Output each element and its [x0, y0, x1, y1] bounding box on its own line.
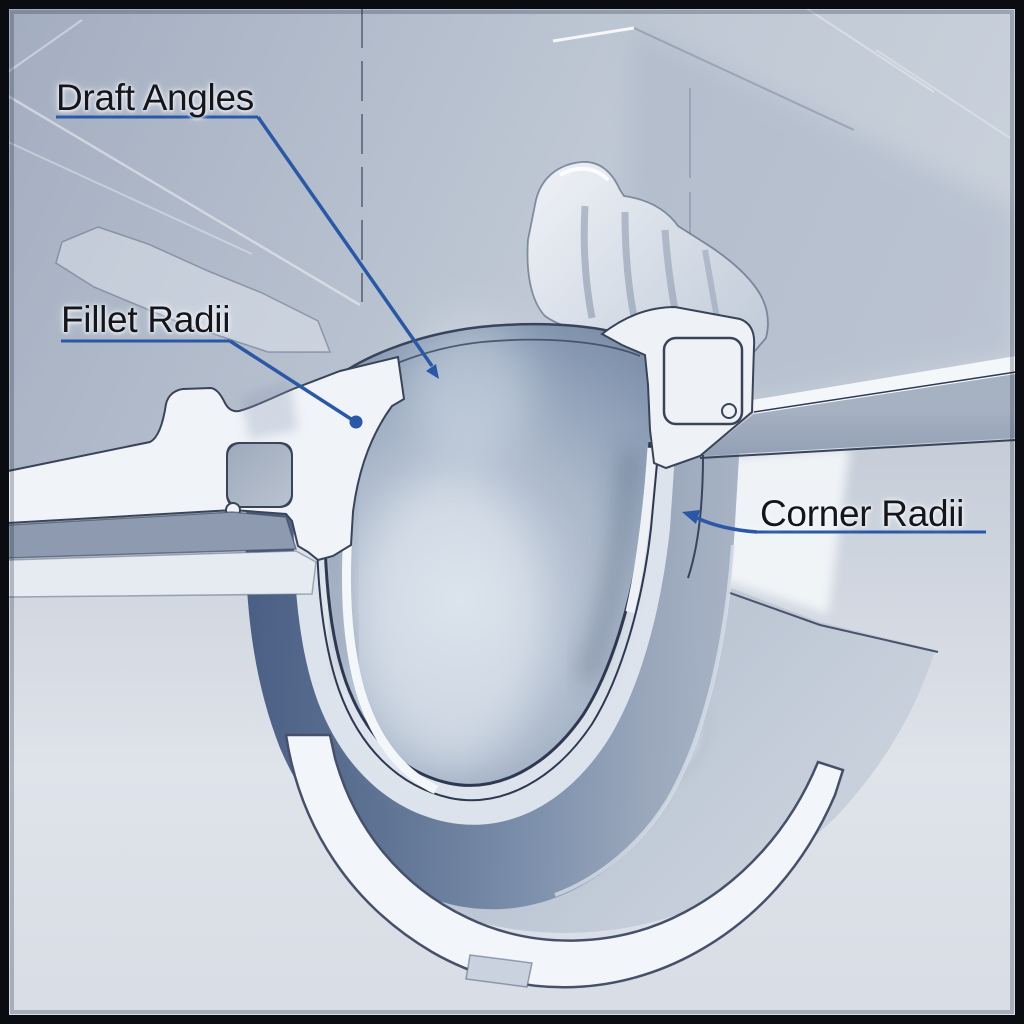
draft-angles-label: Draft Angles: [56, 77, 254, 118]
step-edge-line: [633, 27, 855, 131]
cavity-highlight: [355, 470, 545, 770]
left-section-cut: [7, 355, 406, 598]
corner-radii-leader: [696, 516, 758, 534]
bowl-rim-flange: [284, 733, 845, 989]
flange-front-face: [700, 374, 1016, 456]
boss-hole-right-outline: [662, 336, 744, 426]
rim-notch: [465, 954, 533, 988]
flange-edge-line: [753, 371, 1017, 413]
boss-hole-left: [226, 442, 293, 508]
facet-edge-line: [687, 577, 939, 653]
corner-radii-arrowhead-icon: [682, 510, 700, 524]
wall-cut-strip-left: [342, 519, 439, 795]
cavity-highlight: [408, 318, 532, 462]
frame-inner-shadow: [10, 10, 1014, 1014]
plate-reflection-line: [7, 141, 253, 255]
flange-edge-line: [699, 439, 1017, 459]
boss-cut-face-right: [600, 305, 756, 470]
wall-cut-strip-right: [625, 447, 657, 614]
fillet-radii-dot-icon: [349, 415, 363, 429]
corner-radii-label: Corner Radii: [760, 493, 965, 534]
plate-reflection-line: [7, 94, 361, 307]
cavity-shading: [577, 449, 638, 684]
fillet-radii-label: Fillet Radii: [61, 299, 231, 340]
flange-cut-strip: [752, 356, 1016, 414]
edge-node-right: [721, 403, 737, 419]
right-section-cut: [600, 305, 756, 470]
draft-angles-leader: [256, 115, 434, 368]
collar-highlight: [558, 166, 610, 182]
draft-angles-arrowhead-icon: [426, 364, 439, 379]
plate-reflection-line: [875, 49, 1011, 139]
left-collar-silhouette: [55, 226, 332, 353]
shell-terrace-highlight: [554, 544, 735, 897]
plate-reflection-line: [7, 19, 83, 73]
step-highlight-line: [552, 26, 635, 43]
wall-lip-line-outer: [315, 441, 660, 802]
collar-rib-groove: [621, 211, 639, 323]
left-flange-lower-band: [7, 550, 317, 598]
wall-lip-line-inner: [323, 441, 652, 787]
cut-face-shading: [240, 380, 298, 440]
right-flange: [687, 356, 1017, 579]
collar-rib-groove: [580, 205, 596, 319]
plate-reflection-line: [805, 7, 935, 93]
callout-graphics: [56, 115, 986, 534]
fillet-radii-leader: [229, 339, 352, 421]
